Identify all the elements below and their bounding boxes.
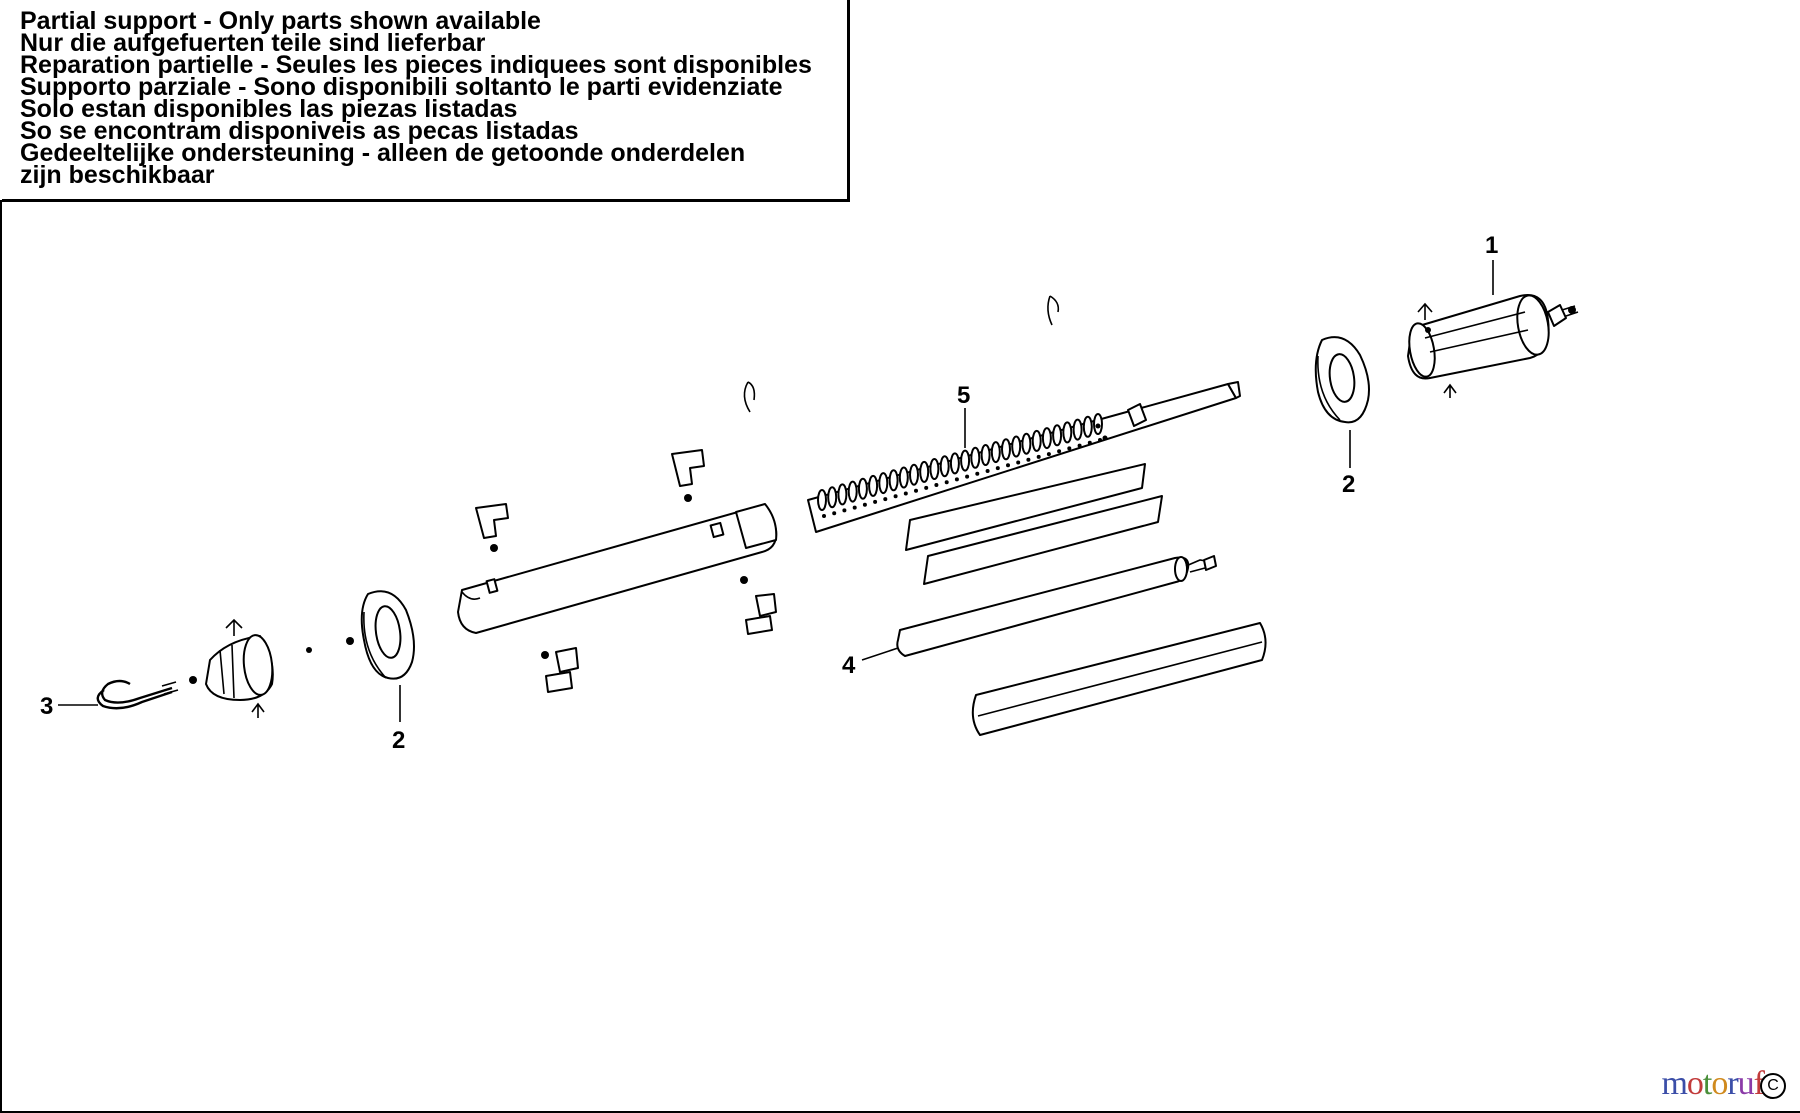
blade-rivet — [862, 502, 867, 507]
blade-rivet — [883, 497, 888, 502]
main-tube-housing — [457, 503, 778, 634]
blade-rivet — [893, 494, 898, 499]
notice-lines: Partial support - Only parts shown avail… — [20, 7, 812, 189]
blade-tooth — [1082, 415, 1093, 438]
leader-line — [861, 647, 899, 661]
part-2-left-gasket — [360, 590, 415, 680]
blade-tooth — [1031, 429, 1042, 452]
copyright-icon: C — [1760, 1073, 1786, 1099]
blade-tooth — [1021, 432, 1032, 455]
blade-rivet — [1087, 440, 1092, 445]
blade-tooth — [817, 489, 827, 511]
notice-line: Nur die aufgefuerten teile sind lieferba… — [20, 29, 486, 57]
clip-bottom-mid — [740, 576, 777, 635]
blade-rivet — [852, 505, 857, 510]
blade-tooth — [1072, 418, 1083, 441]
blade-tooth — [980, 444, 991, 466]
blade-tooth — [970, 446, 981, 469]
clip-top-left — [475, 503, 509, 552]
blade-rivet — [954, 477, 959, 482]
blade-rivet — [995, 466, 1000, 471]
blade-tooth — [888, 469, 899, 492]
blade-tooth — [1001, 438, 1011, 461]
fastener — [189, 676, 197, 684]
blade-rivet — [975, 471, 980, 476]
fastener — [346, 637, 354, 645]
blade-rivet — [1067, 446, 1072, 451]
notice-line: So se encontram disponiveis as pecas lis… — [20, 117, 579, 145]
part-1-motor-housing — [1407, 294, 1579, 398]
callout-1: 1 — [1485, 232, 1498, 259]
blade-rivet — [1026, 457, 1031, 462]
blade-tooth — [857, 477, 868, 500]
blade-rivet — [1057, 449, 1062, 454]
blade-rivet — [944, 480, 949, 485]
fastener — [306, 647, 312, 653]
blade-rivet — [1036, 454, 1041, 459]
part-5-blade-bar — [807, 381, 1241, 533]
clip-bottom-left — [541, 647, 579, 693]
blade-rivet — [842, 508, 847, 513]
blade-tooth — [990, 441, 1001, 464]
callout-2-right: 2 — [1342, 471, 1355, 498]
blade-rivet — [1016, 460, 1021, 465]
blade-tooth — [837, 483, 848, 506]
frame-left-rule — [0, 200, 2, 1113]
blade-tooth — [1011, 435, 1022, 458]
blade-rivet — [1077, 443, 1082, 448]
blade-rivet — [1098, 438, 1102, 442]
notice-line: Reparation partielle - Seules les pieces… — [20, 51, 812, 79]
callout-3: 3 — [40, 693, 53, 720]
spring-clip — [743, 381, 756, 413]
notice-line: zijn beschikbaar — [20, 161, 215, 189]
callout-2-left: 2 — [392, 727, 405, 754]
blade-tooth — [960, 449, 971, 472]
blade-rivet — [985, 469, 990, 473]
blade-rivet — [873, 499, 878, 504]
blade-tooth — [1041, 427, 1052, 450]
partial-support-notice: Partial support - Only parts shown avail… — [2, 0, 850, 202]
blade-tooth — [929, 458, 940, 480]
blade-teeth — [817, 413, 1103, 518]
blade-rivet — [1006, 463, 1010, 468]
blade-tooth — [847, 480, 858, 503]
motoruf-watermark: motoruf — [1661, 1065, 1765, 1102]
clip-top-mid — [671, 449, 705, 502]
blade-tooth — [939, 455, 950, 478]
blade-tooth — [827, 486, 838, 509]
blade-rivet — [914, 488, 918, 493]
blade-rivet — [832, 511, 837, 516]
blade-tooth — [909, 463, 919, 486]
frame-bottom-rule — [0, 1111, 1800, 1113]
part-2-right-gasket — [1314, 336, 1370, 424]
strip-upper — [905, 463, 1146, 551]
blade-rivet — [924, 485, 929, 490]
spring-clip — [1047, 295, 1060, 326]
blade-rivet — [934, 483, 939, 487]
callout-4: 4 — [842, 652, 856, 679]
blade-rivet — [903, 491, 908, 496]
end-cap-nozzle — [205, 618, 274, 718]
callout-5: 5 — [957, 382, 970, 409]
notice-line: Partial support - Only parts shown avail… — [20, 7, 541, 35]
strip-lower — [923, 495, 1163, 585]
blade-tooth — [878, 472, 889, 495]
blade-tooth — [898, 466, 909, 489]
blade-tooth — [1062, 421, 1073, 444]
notice-line: Solo estan disponibles las piezas listad… — [20, 95, 518, 123]
notice-line: Supporto parziale - Sono disponibili sol… — [20, 73, 783, 101]
blade-tooth — [919, 460, 930, 483]
notice-line: Gedeeltelijke ondersteuning - alleen de … — [20, 139, 746, 167]
blade-rivet — [822, 514, 826, 518]
blade-rivet — [965, 474, 970, 479]
blade-rivet — [1046, 452, 1051, 457]
blade-tooth — [1052, 424, 1063, 447]
part-3-hook — [96, 679, 179, 710]
blade-tooth — [868, 474, 879, 497]
blade-tooth — [949, 452, 960, 475]
